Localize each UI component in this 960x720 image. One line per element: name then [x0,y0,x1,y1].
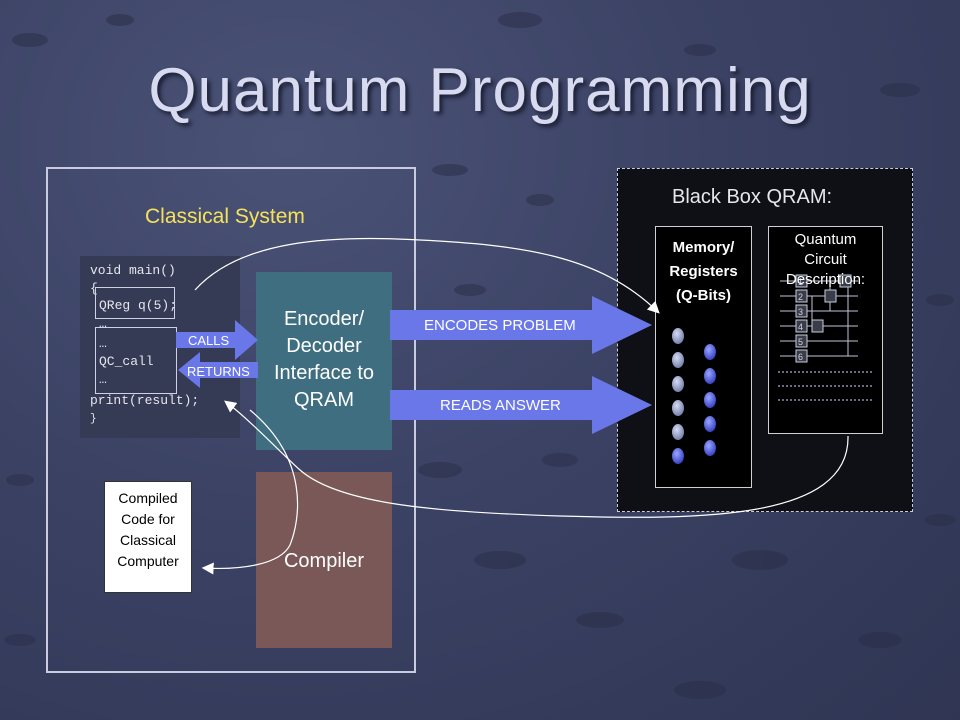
qubit-label: 5 [798,337,803,347]
memory-registers-label: Memory/ Registers (Q-Bits) [655,236,752,308]
circuit-line-3: Description: [785,271,866,288]
memory-line-1: Memory/ [672,239,735,256]
encoder-decoder-box: Encoder/ Decoder Interface to QRAM [256,272,392,450]
circuit-line-1: Quantum [794,231,857,248]
qubit [704,392,716,408]
code-line-ellipsis-3: … [99,372,107,387]
compiled-code-box: Compiled Code for Classical Computer [104,481,192,593]
circuit-qubit-boxes [795,274,852,363]
qubit-column-left [672,328,684,464]
qubit [672,424,684,440]
returns-arrow [178,352,258,388]
qubit [704,440,716,456]
circuit-footer-lines [778,371,872,401]
qubit [672,400,684,416]
memory-registers-box [655,226,752,488]
encoder-line-2: Decoder [286,335,362,357]
reads-answer-arrow [390,376,652,434]
compiled-line-1: Compiled [118,490,178,506]
qubit [672,448,684,464]
qubit [672,352,684,368]
qc-call-box [95,327,177,394]
code-line-print: print(result); [90,393,200,408]
flow-curve-main-to-memory [194,237,660,314]
compiled-line-4: Computer [117,553,179,569]
memory-line-3: (Q-Bits) [676,287,731,304]
encodes-problem-label: ENCODES PROBLEM [424,317,576,334]
encoder-line-1: Encoder/ [283,308,365,330]
encoder-line-4: QRAM [294,389,354,411]
encoder-line-3: Interface to [273,362,375,384]
qubit [704,344,716,360]
slide-title: Quantum Programming [148,56,812,125]
qubit [704,416,716,432]
qubit [704,368,716,384]
code-line-ellipsis-1: … [99,316,107,331]
calls-arrow [176,320,258,360]
flow-curve-compiler-to-compiled [201,409,299,575]
compiled-line-3: Classical [119,532,176,548]
qreg-box [95,287,175,319]
quantum-circuit-diagram [780,280,858,357]
blackbox-qram-label: Black Box QRAM: [672,186,833,208]
returns-label: RETURNS [187,364,250,379]
qubit-label: 3 [798,307,803,317]
compiler-box: Compiler [256,472,392,648]
code-line-open-brace: { [90,281,98,296]
encodes-problem-arrow [390,296,652,354]
code-line-close-brace: } [90,413,97,425]
circuit-qubit-labels: 1 2 3 4 5 6 [798,277,803,362]
code-line-main: void main() [90,263,176,278]
quantum-circuit-label: Quantum Circuit Description: [768,230,883,290]
qubit-label: 4 [798,322,803,332]
compiler-label: Compiler [283,550,365,572]
calls-label: CALLS [188,333,230,348]
qubit-column-right [704,344,716,456]
circuit-line-2: Circuit [804,251,847,268]
qubit-label: 2 [798,292,803,302]
classical-system-label: Classical System [145,205,305,228]
reads-answer-label: READS ANSWER [440,397,561,414]
qubit [672,328,684,344]
memory-line-2: Registers [669,263,738,280]
code-line-qreg: QReg q(5); [99,298,178,313]
code-line-qc-call: QC_call [99,354,154,369]
qubit-label: 6 [798,352,803,362]
flow-curve-circuit-to-compiler [224,400,849,518]
compiled-line-2: Code for [121,511,175,527]
qubit-label: 1 [798,277,803,287]
qubit [672,376,684,392]
code-line-ellipsis-2: … [99,336,107,351]
